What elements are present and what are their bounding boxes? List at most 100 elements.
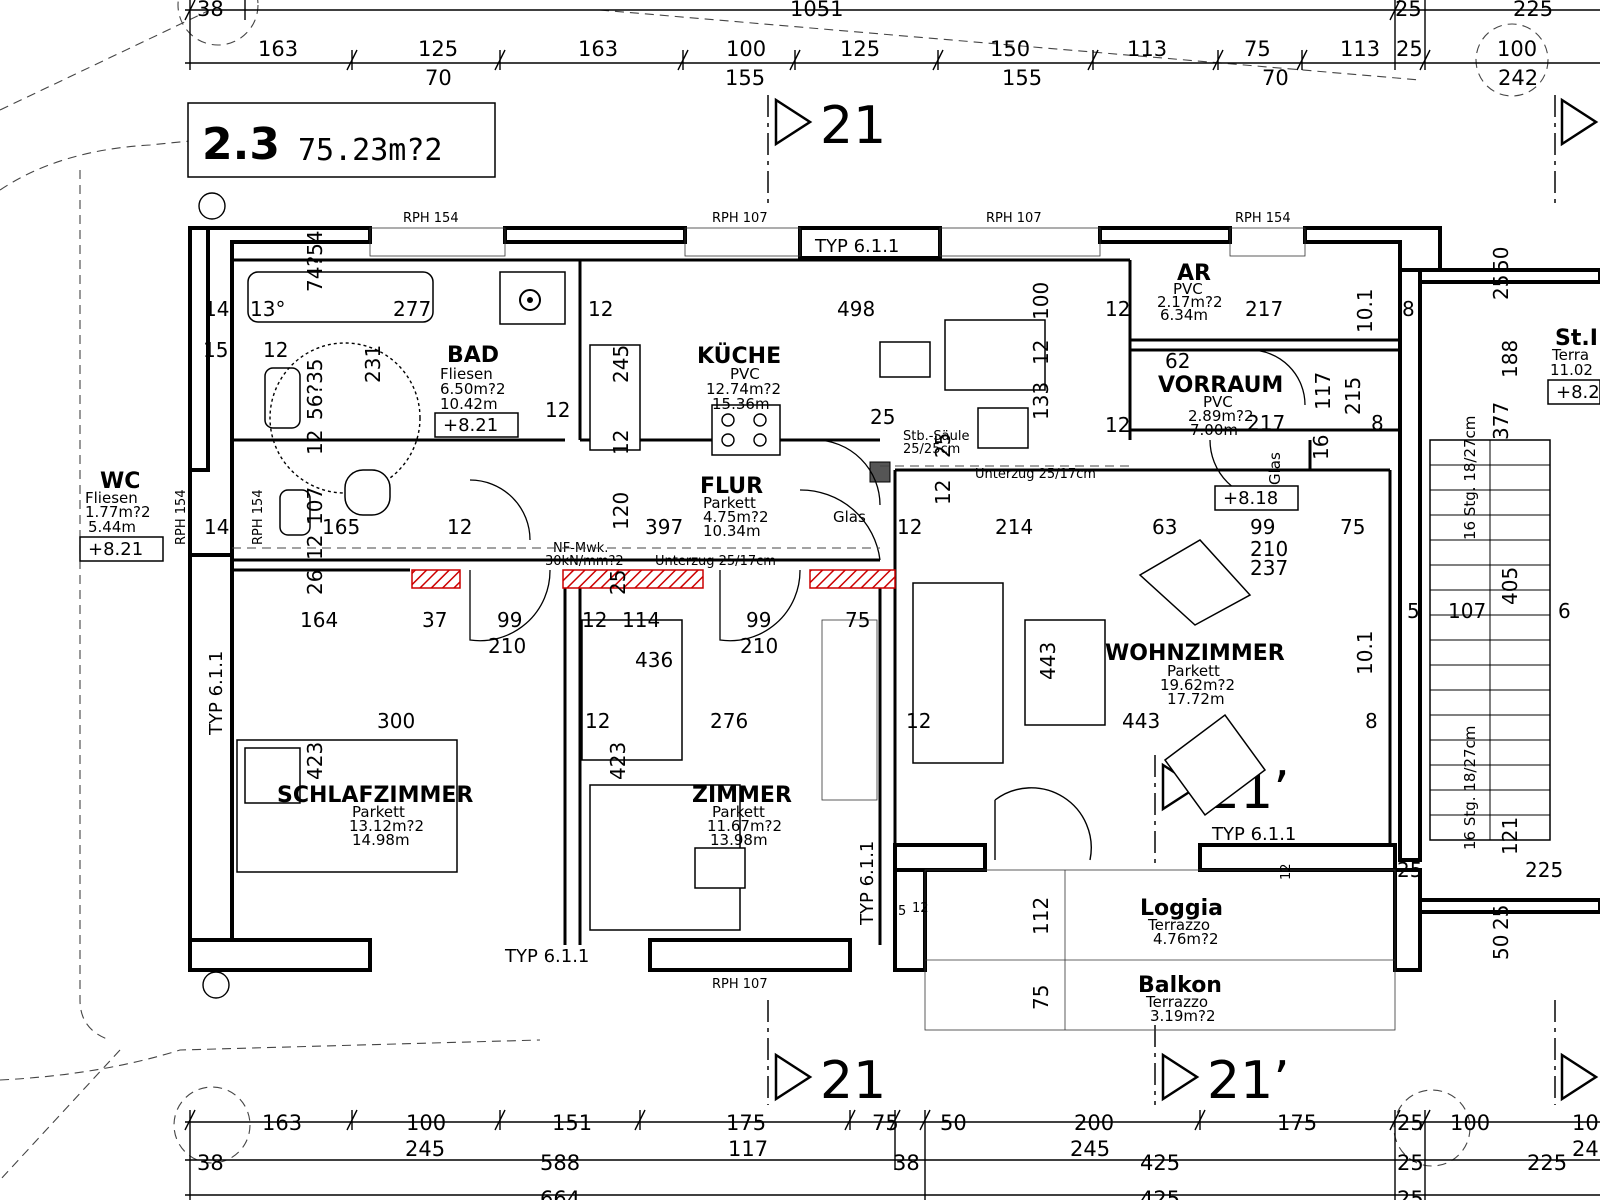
- chair-icon: [977, 407, 1029, 449]
- room-kueche: KÜCHE PVC 12.74m?2 15.36m: [697, 343, 781, 413]
- room-area: 1.77m?2: [85, 503, 151, 521]
- dimension-label: 26: [303, 570, 327, 595]
- dimension-label: 12: [447, 515, 472, 539]
- room-floor: Terrazzo: [1145, 993, 1208, 1011]
- dimension-label: 25: [1397, 1111, 1424, 1135]
- dimension-label: 15: [203, 338, 228, 362]
- dimension-label: 24: [1572, 1137, 1599, 1161]
- dimension-label: 37: [422, 608, 447, 632]
- room-area: 13.12m?2: [349, 817, 424, 835]
- room-floor: Parkett: [352, 803, 405, 821]
- dimension-label: 175: [726, 1111, 766, 1135]
- dim-text: 25: [1395, 0, 1422, 21]
- dimension-label: 210: [740, 634, 778, 658]
- dimension-label: 277: [393, 297, 431, 321]
- room-wohnzimmer: WOHNZIMMER Parkett 19.62m?2 17.72m: [1105, 641, 1285, 708]
- armchair-icon: [1138, 539, 1252, 626]
- structure-hatch: [411, 461, 896, 589]
- window-rph: RPH 154: [251, 489, 266, 545]
- window-type: TYP 6.1.1: [206, 651, 227, 736]
- room-zimmer: ZIMMER Parkett 11.67m?2 13.98m: [692, 783, 792, 849]
- dimension-label: 99: [746, 608, 771, 632]
- room-name-stair: St.I: [1555, 326, 1598, 351]
- dimension-label: 12: [263, 338, 288, 362]
- dimension-label: 443: [1036, 642, 1060, 680]
- window-rph: RPH 107: [712, 977, 768, 992]
- dimension-label: 25: [1489, 905, 1513, 930]
- dim-text: 100: [726, 37, 766, 61]
- room-floor: Parkett: [1167, 662, 1220, 680]
- room-name: KÜCHE: [697, 343, 781, 369]
- dimension-label: 6: [1558, 599, 1571, 623]
- dimension-label: 12: [1279, 863, 1294, 880]
- section-label: 21: [820, 96, 886, 156]
- dim-text: 70: [1262, 66, 1289, 90]
- room-wc: WC Fliesen 1.77m?2 5.44m +8.21: [79, 469, 164, 562]
- dimension-label: 377: [1489, 402, 1513, 440]
- dimension-label: 12: [1105, 297, 1130, 321]
- dim-text: 163: [578, 37, 618, 61]
- dimension-label: 5: [1407, 599, 1420, 623]
- room-area: 4.76m?2: [1153, 930, 1219, 948]
- dimension-label: 14: [204, 297, 229, 321]
- dim-text: 38: [197, 0, 224, 21]
- room-name: FLUR: [700, 474, 763, 499]
- dimension-label: 50: [940, 1111, 967, 1135]
- dimension-label: 133: [1029, 382, 1053, 420]
- room-perimeter: 5.44m: [88, 518, 136, 536]
- dimension-label: 38: [197, 1151, 224, 1175]
- kitchen-sink-icon: [589, 344, 641, 451]
- sofa-icon: [912, 582, 1004, 764]
- armchair-icon: [1163, 713, 1267, 817]
- room-level: +8.21: [88, 539, 143, 560]
- unit-area: 75.23m?2: [298, 133, 443, 168]
- stove-icon: [711, 404, 781, 456]
- dimension-label: 107: [303, 487, 327, 525]
- level-stair: +8.2: [1556, 382, 1600, 403]
- dim-text: 100: [1497, 37, 1537, 61]
- balcony-area: [924, 869, 1396, 1031]
- dimension-label: 164: [300, 608, 338, 632]
- room-floor: Parkett: [703, 494, 756, 512]
- section-mark-21-bottom: 21: [767, 1000, 886, 1111]
- dimension-label: 10.1: [1353, 630, 1377, 675]
- room-name: Balkon: [1138, 973, 1222, 998]
- dim-text: 75: [1244, 37, 1271, 61]
- room-area: 12.74m?2: [706, 380, 781, 398]
- room-area: 2.89m?2: [1188, 407, 1254, 425]
- section-label: 21: [820, 1051, 886, 1111]
- chair-icon: [694, 847, 746, 889]
- inner-dimensions: 14 13° 74?54 277 12 498 12 100 217 8 15 …: [203, 230, 1571, 1010]
- partitions: [232, 258, 1400, 945]
- dimension-label: 25: [931, 433, 955, 458]
- room-perimeter: 15.36m: [712, 395, 770, 413]
- dimension-label: 165: [322, 515, 360, 539]
- dim-text: 113: [1340, 37, 1380, 61]
- dimension-label: 245: [405, 1137, 445, 1161]
- dimension-label: 12: [931, 480, 955, 505]
- room-area: 11.67m?2: [707, 817, 782, 835]
- dimension-label: 99: [497, 608, 522, 632]
- dim-text: 25: [1396, 37, 1423, 61]
- dimension-label: 112: [1029, 897, 1053, 935]
- room-perimeter: 14.98m: [352, 831, 410, 849]
- section-label: 21’: [1207, 1051, 1290, 1111]
- room-level: +8.18: [1223, 488, 1278, 509]
- room-perimeter: 6.34m: [1160, 306, 1208, 324]
- note-column-size: 25/25cm: [903, 442, 960, 457]
- section-mark-21-bottom-right: [1554, 1000, 1599, 1105]
- room-name: WC: [100, 469, 140, 494]
- dimension-label: 443: [1122, 709, 1160, 733]
- window-rph: RPH 154: [403, 211, 459, 226]
- bathtub-icon: [247, 271, 434, 323]
- window-labels: RPH 154 RPH 107 RPH 107 RPH 154 RPH 107 …: [174, 211, 1306, 992]
- dimension-label: 245: [1070, 1137, 1110, 1161]
- window-rph: RPH 107: [712, 211, 768, 226]
- section-mark-21-top-right: [1554, 95, 1599, 205]
- dimension-label: 56?35: [303, 358, 327, 420]
- dimension-label: 225: [1527, 1151, 1567, 1175]
- room-floor: PVC: [1173, 280, 1203, 298]
- dim-text: 70: [425, 66, 452, 90]
- wc-icon: [344, 469, 391, 516]
- dimension-label: 237: [1250, 556, 1288, 580]
